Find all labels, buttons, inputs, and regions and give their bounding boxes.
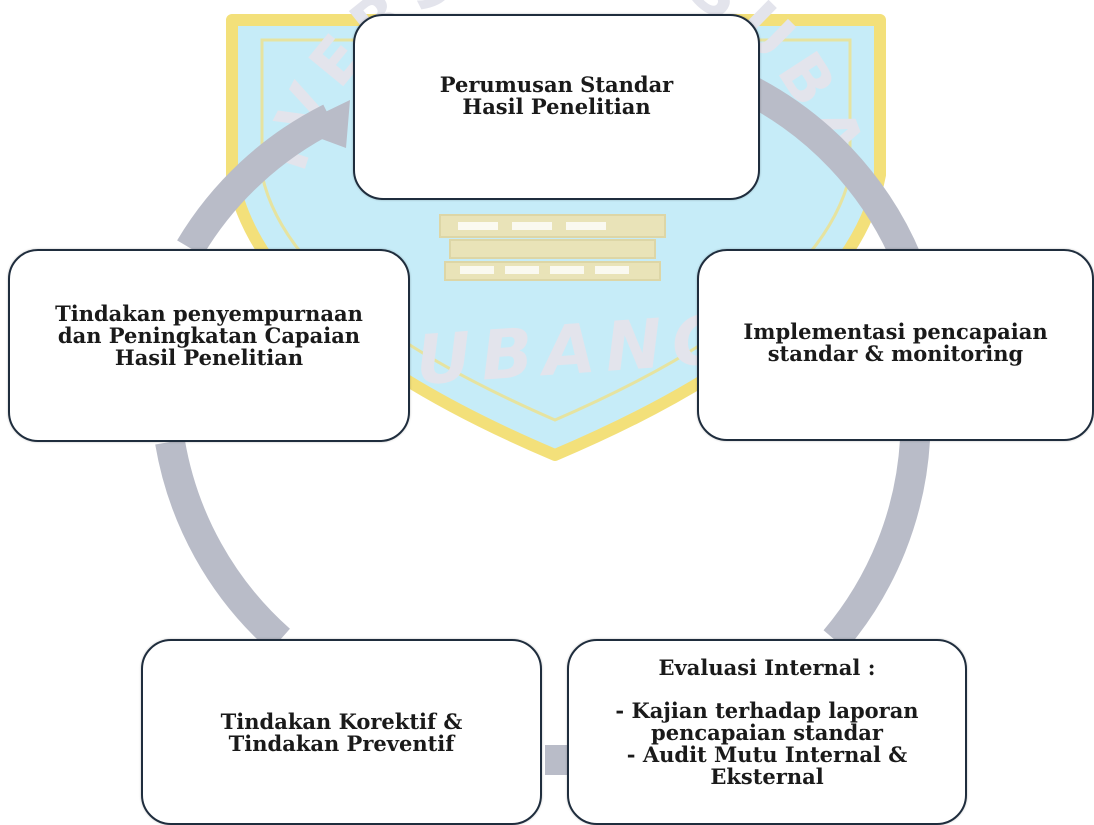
- step-box-improvement: Tindakan penyempurnaan dan Peningkatan C…: [8, 249, 410, 442]
- step-text: - Kajian terhadap laporan: [615, 698, 919, 723]
- step-text: pencapaian standar: [651, 720, 883, 745]
- arrow-head: [292, 100, 350, 148]
- step-text: Perumusan Standar: [439, 72, 674, 97]
- step-text: Tindakan Korektif &: [220, 709, 463, 734]
- step-text: Eksternal: [710, 764, 824, 789]
- step-text: standar & monitoring: [767, 341, 1024, 366]
- cycle-arrow: [155, 71, 930, 775]
- step-heading: Evaluasi Internal :: [658, 655, 876, 680]
- step-text: Implementasi pencapaian: [743, 319, 1048, 344]
- step-box-corrective-preventive: Tindakan Korektif & Tindakan Preventif: [141, 639, 542, 825]
- step-box-internal-evaluation: Evaluasi Internal : - Kajian terhadap la…: [567, 639, 967, 825]
- step-text: Tindakan Preventif: [228, 731, 455, 756]
- step-text: Hasil Penelitian: [462, 94, 651, 119]
- step-text: Hasil Penelitian: [114, 345, 304, 370]
- step-text: dan Peningkatan Capaian: [57, 323, 361, 348]
- step-box-implementation-monitoring: Implementasi pencapaian standar & monito…: [697, 249, 1094, 441]
- step-text: - Audit Mutu Internal &: [626, 742, 908, 767]
- step-box-standard-formulation: Perumusan Standar Hasil Penelitian: [353, 14, 760, 200]
- step-text: Tindakan penyempurnaan: [55, 301, 363, 326]
